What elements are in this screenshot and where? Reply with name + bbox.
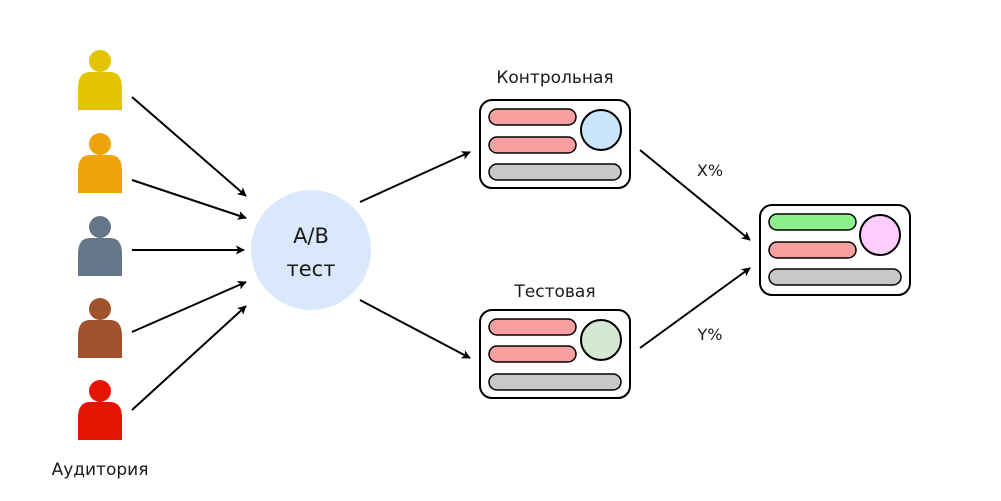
test-footer-bar	[488, 373, 622, 391]
control-label: Контрольная	[496, 68, 613, 88]
audience-label: Аудитория	[52, 460, 149, 480]
arrow-to-test	[359, 299, 471, 359]
person-head	[89, 380, 111, 402]
person-icon-red	[78, 380, 122, 440]
arrow-person-4	[131, 281, 247, 333]
person-icon-yellow	[78, 50, 122, 110]
result-bar-1	[768, 213, 857, 231]
person-icon-slate	[78, 216, 122, 276]
control-bar-2	[488, 136, 577, 154]
arrow-person-5	[131, 305, 247, 411]
person-head	[89, 298, 111, 320]
audience-group: Аудитория	[52, 50, 149, 480]
test-label: Тестовая	[513, 282, 595, 302]
test-circle	[580, 319, 622, 361]
result-variant	[759, 204, 911, 296]
result-footer-bar	[768, 268, 902, 286]
person-body	[78, 320, 122, 358]
ab-test-circle	[251, 190, 371, 310]
control-circle	[580, 109, 622, 151]
split-y-label: Y%	[697, 325, 723, 344]
arrow-to-control	[359, 151, 471, 203]
person-head	[89, 50, 111, 72]
result-arrows	[639, 149, 751, 349]
arrow-control-to-result	[639, 149, 751, 241]
person-icon-orange	[78, 133, 122, 193]
split-x-label: X%	[697, 161, 723, 180]
arrow-test-to-result	[639, 267, 751, 349]
control-bar-1	[488, 108, 577, 126]
person-head	[89, 216, 111, 238]
person-body	[78, 155, 122, 193]
ab-test-label-line2: тест	[287, 257, 336, 281]
audience-arrows	[131, 96, 247, 411]
result-bar-2	[768, 241, 857, 259]
ab-test-node: A/B тест	[251, 190, 371, 310]
ab-test-label-line1: A/B	[293, 224, 329, 248]
person-head	[89, 133, 111, 155]
person-icon-brown	[78, 298, 122, 358]
person-body	[78, 72, 122, 110]
control-variant: Контрольная	[479, 68, 631, 189]
test-bar-2	[488, 345, 577, 363]
person-body	[78, 238, 122, 276]
control-footer-bar	[488, 163, 622, 181]
test-variant: Тестовая	[479, 282, 631, 399]
test-bar-1	[488, 318, 577, 336]
result-circle	[859, 214, 901, 256]
arrow-person-1	[131, 96, 247, 197]
split-arrows	[359, 151, 471, 359]
person-body	[78, 402, 122, 440]
arrow-person-2	[131, 179, 247, 220]
